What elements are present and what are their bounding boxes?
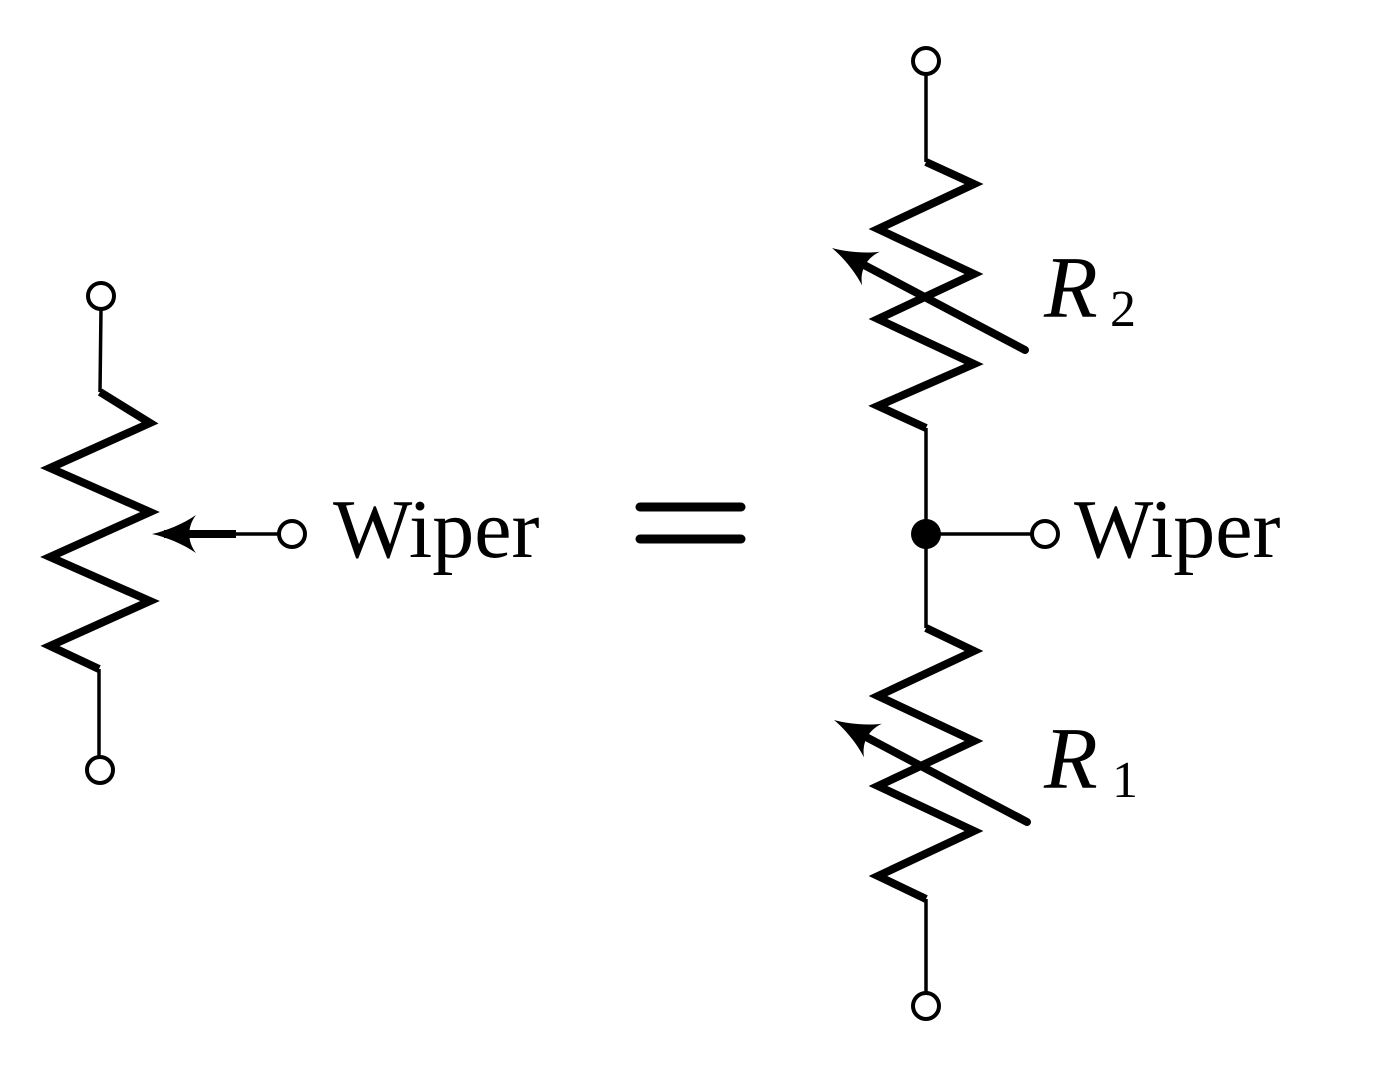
right-wiper-tap: Wiper: [911, 483, 1281, 576]
r1-variable-arrow-shaft: [845, 724, 1031, 826]
r2-variable-arrowhead-icon: [823, 231, 880, 286]
r1-resistor-zigzag: [868, 624, 984, 903]
left-top-terminal-circle: [86, 281, 116, 311]
right-bottom-terminal-circle: [911, 991, 941, 1021]
right-equivalent-circuit: R 2 Wiper R 1: [823, 46, 1281, 1021]
left-wiper-terminal-circle: [277, 519, 307, 549]
left-wiper-arm: [152, 515, 307, 553]
resistor-r2: R 2: [823, 158, 1136, 432]
right-wiper-label: Wiper: [1074, 483, 1281, 576]
left-top-wire: [98, 308, 103, 393]
left-wiper-label: Wiper: [333, 483, 540, 576]
left-resistor-zigzag: [40, 388, 160, 673]
right-top-terminal-circle: [911, 46, 941, 76]
resistor-r1: R 1: [825, 624, 1138, 903]
right-wiper-terminal-circle: [1030, 519, 1060, 549]
r1-label-subscript: 1: [1112, 752, 1138, 809]
r2-label: R: [1043, 240, 1098, 337]
r2-label-subscript: 2: [1110, 281, 1136, 338]
r2-variable-arrow-shaft: [843, 252, 1029, 354]
left-potentiometer: Wiper: [40, 281, 540, 785]
r1-label: R: [1043, 711, 1098, 808]
r1-variable-arrowhead-icon: [825, 703, 882, 758]
left-bottom-terminal-circle: [85, 755, 115, 785]
equals-sign: [635, 502, 746, 544]
